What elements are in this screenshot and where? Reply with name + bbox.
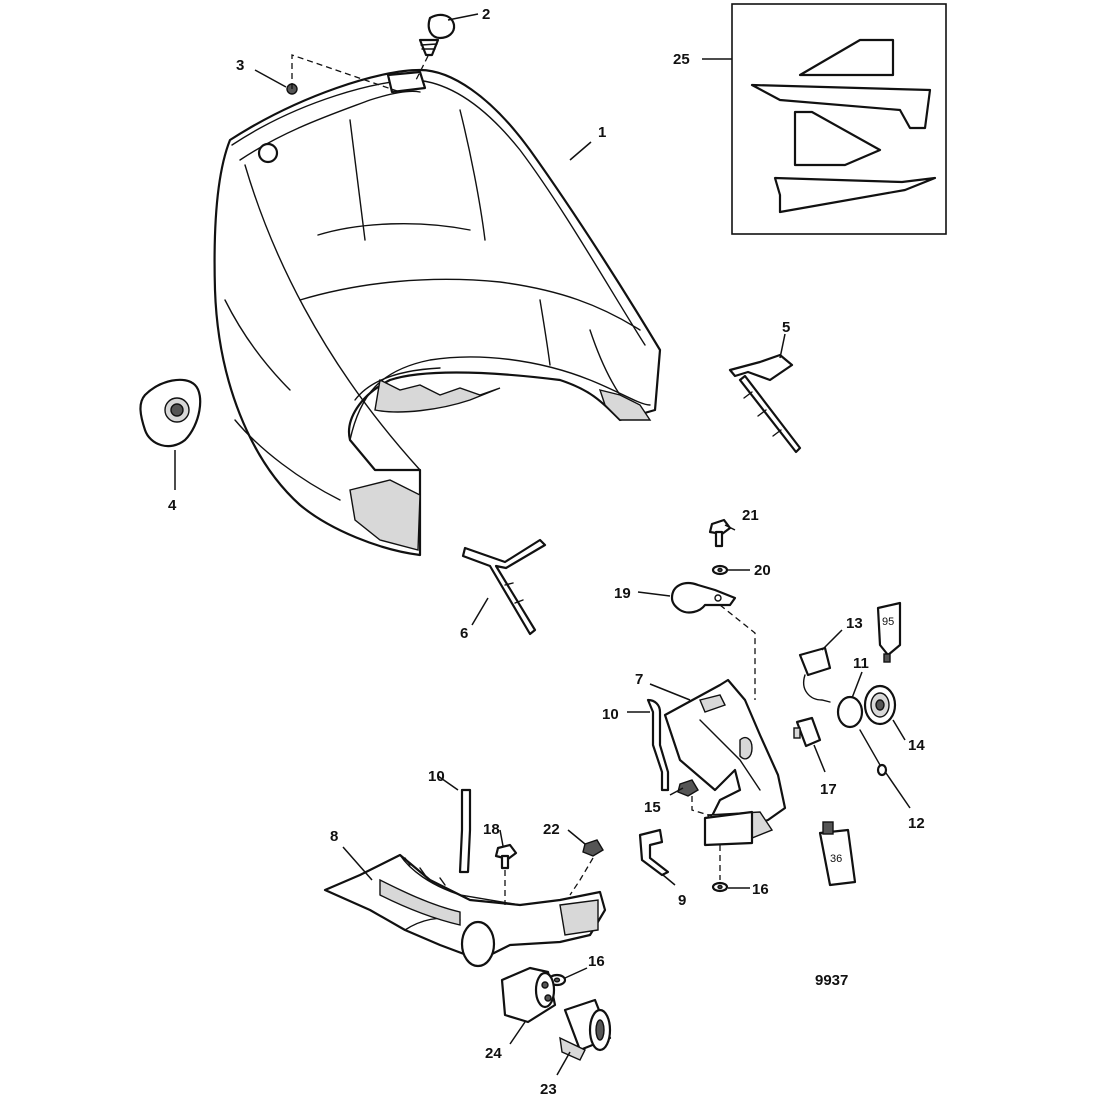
- leader-lines: [174, 13, 911, 1076]
- callout-16-right: 16: [752, 881, 769, 898]
- callout-3: 3: [236, 57, 244, 74]
- callout-5: 5: [782, 319, 790, 336]
- drain-plug: [863, 684, 897, 726]
- callout-8: 8: [330, 828, 338, 845]
- bolt-18: [494, 843, 518, 870]
- nut-15: [677, 779, 699, 797]
- tube-label-36: 36: [830, 853, 842, 865]
- lower-front-cover: [323, 853, 607, 968]
- callout-20: 20: [754, 562, 771, 579]
- lubricant-tube-36: 36: [818, 821, 857, 887]
- callout-21: 21: [742, 507, 759, 524]
- callout-18: 18: [483, 821, 500, 838]
- callout-4: 4: [168, 497, 177, 514]
- seal-strip-lower: [458, 788, 472, 874]
- washer-20: [711, 564, 729, 576]
- grommet: [139, 378, 202, 448]
- cowl-fastener: [418, 13, 456, 57]
- figure-number: 9937: [815, 972, 848, 989]
- callout-7: 7: [635, 671, 643, 688]
- callout-1: 1: [598, 124, 606, 141]
- front-bracket: [663, 678, 787, 847]
- callout-6: 6: [460, 625, 468, 642]
- callout-14: 14: [908, 737, 925, 754]
- adapter: [559, 998, 612, 1061]
- callout-19: 19: [614, 585, 631, 602]
- callout-10-upper: 10: [602, 706, 619, 723]
- bolt-21: [708, 518, 732, 548]
- clamp-19: [670, 581, 737, 614]
- o-ring: [836, 695, 864, 729]
- seal-strip-upper: [646, 698, 670, 792]
- callout-25: 25: [673, 51, 690, 68]
- callout-11: 11: [853, 655, 869, 672]
- callout-17: 17: [820, 781, 837, 798]
- bracket-rear: [728, 353, 802, 454]
- fitting: [500, 966, 557, 1024]
- callout-22: 22: [543, 821, 560, 838]
- callout-labels: 1 2 3 4 5 6 7 8 9 10 10 11 12 13 14 15 1…: [168, 6, 925, 1098]
- lubricant-tube-95: 95: [876, 601, 902, 663]
- lanyard: [859, 729, 888, 777]
- tube-label-95: 95: [882, 616, 894, 628]
- callout-10-lower: 10: [428, 768, 445, 785]
- callout-13: 13: [846, 615, 863, 632]
- callout-16-bottom: 16: [588, 953, 605, 970]
- connector: [798, 646, 832, 703]
- bracket-left: [461, 538, 547, 636]
- clip: [638, 828, 670, 877]
- decal-kit: [731, 3, 947, 235]
- callout-23: 23: [540, 1081, 557, 1098]
- callout-12: 12: [908, 815, 925, 832]
- callout-9: 9: [678, 892, 686, 909]
- nut-22: [582, 839, 604, 857]
- callout-2: 2: [482, 6, 490, 23]
- cap: [793, 716, 822, 748]
- callout-15: 15: [644, 799, 661, 816]
- callout-24: 24: [485, 1045, 502, 1062]
- washer-16-right: [711, 881, 729, 893]
- top-cowl: [213, 68, 662, 557]
